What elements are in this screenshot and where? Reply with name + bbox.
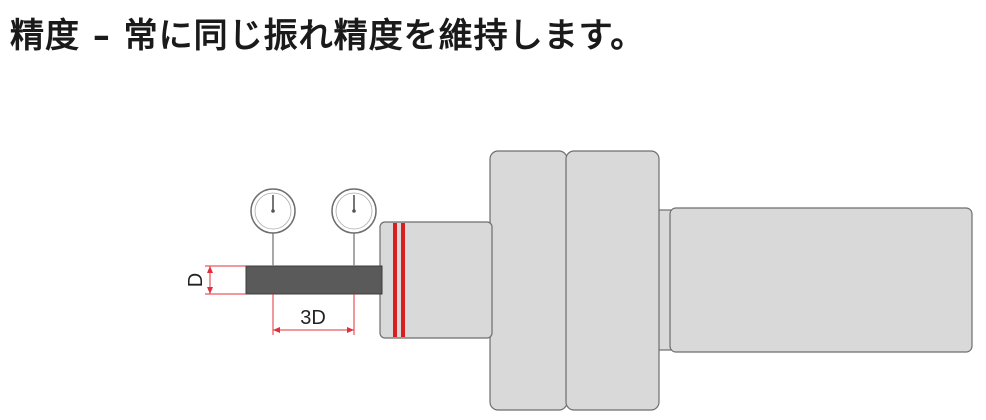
holder-shank xyxy=(656,207,973,353)
distance-dimension: 3D xyxy=(272,294,355,335)
diameter-label: D xyxy=(185,273,207,287)
distance-label: 3D xyxy=(300,307,326,329)
holder-flange xyxy=(489,150,660,411)
page-title: 精度 – 常に同じ振れ精度を維持します。 xyxy=(10,16,646,56)
red-rings xyxy=(393,223,405,337)
dial-indicator-left xyxy=(250,188,296,266)
dial-indicator-right xyxy=(331,188,377,266)
diameter-dimension: D xyxy=(185,265,246,295)
cutting-tool xyxy=(245,265,383,295)
